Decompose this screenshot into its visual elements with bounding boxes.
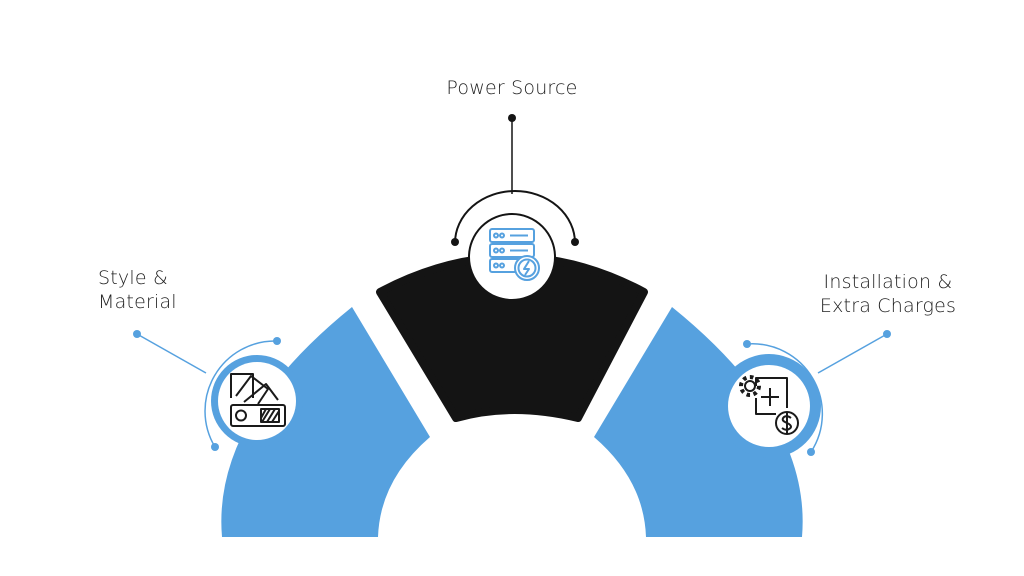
label-power-source-line-1: Power Source bbox=[446, 77, 578, 99]
style-orbit-dot-top bbox=[273, 337, 281, 345]
style-icon-circle bbox=[218, 362, 296, 440]
power-orbit-dot-left bbox=[451, 238, 459, 246]
segment-installation bbox=[594, 307, 803, 537]
label-power-source: Power Source bbox=[412, 76, 612, 100]
label-installation-extra-charges: Installation & Extra Charges bbox=[808, 270, 968, 318]
install-orbit-dot-bottom bbox=[807, 448, 815, 456]
style-orbit-dot-bottom bbox=[211, 443, 219, 451]
gear-plus-dollar-icon bbox=[739, 375, 799, 435]
power-orbit-dot-right bbox=[571, 238, 579, 246]
segment-style-material bbox=[221, 307, 430, 537]
power-orbit-arc bbox=[454, 190, 576, 244]
label-style-line-1: Style & bbox=[98, 267, 168, 289]
style-node bbox=[133, 330, 303, 451]
install-node bbox=[717, 330, 891, 458]
install-connector-line bbox=[817, 333, 888, 374]
label-install-line-1: Installation & bbox=[823, 271, 953, 293]
power-node bbox=[451, 114, 579, 301]
server-power-icon bbox=[489, 228, 540, 281]
label-style-material: Style & Material bbox=[98, 266, 177, 314]
style-connector-dot bbox=[133, 330, 141, 338]
segment-power-source bbox=[376, 253, 648, 422]
swatch-palette-icon bbox=[230, 373, 286, 427]
install-orbit-dot-top bbox=[743, 340, 751, 348]
label-install-line-2: Extra Charges bbox=[819, 295, 957, 317]
style-orbit-arc bbox=[204, 340, 278, 448]
install-connector-dot bbox=[883, 330, 891, 338]
style-connector-line bbox=[136, 333, 207, 374]
label-style-line-2: Material bbox=[98, 291, 177, 313]
power-connector-dot bbox=[508, 114, 516, 122]
